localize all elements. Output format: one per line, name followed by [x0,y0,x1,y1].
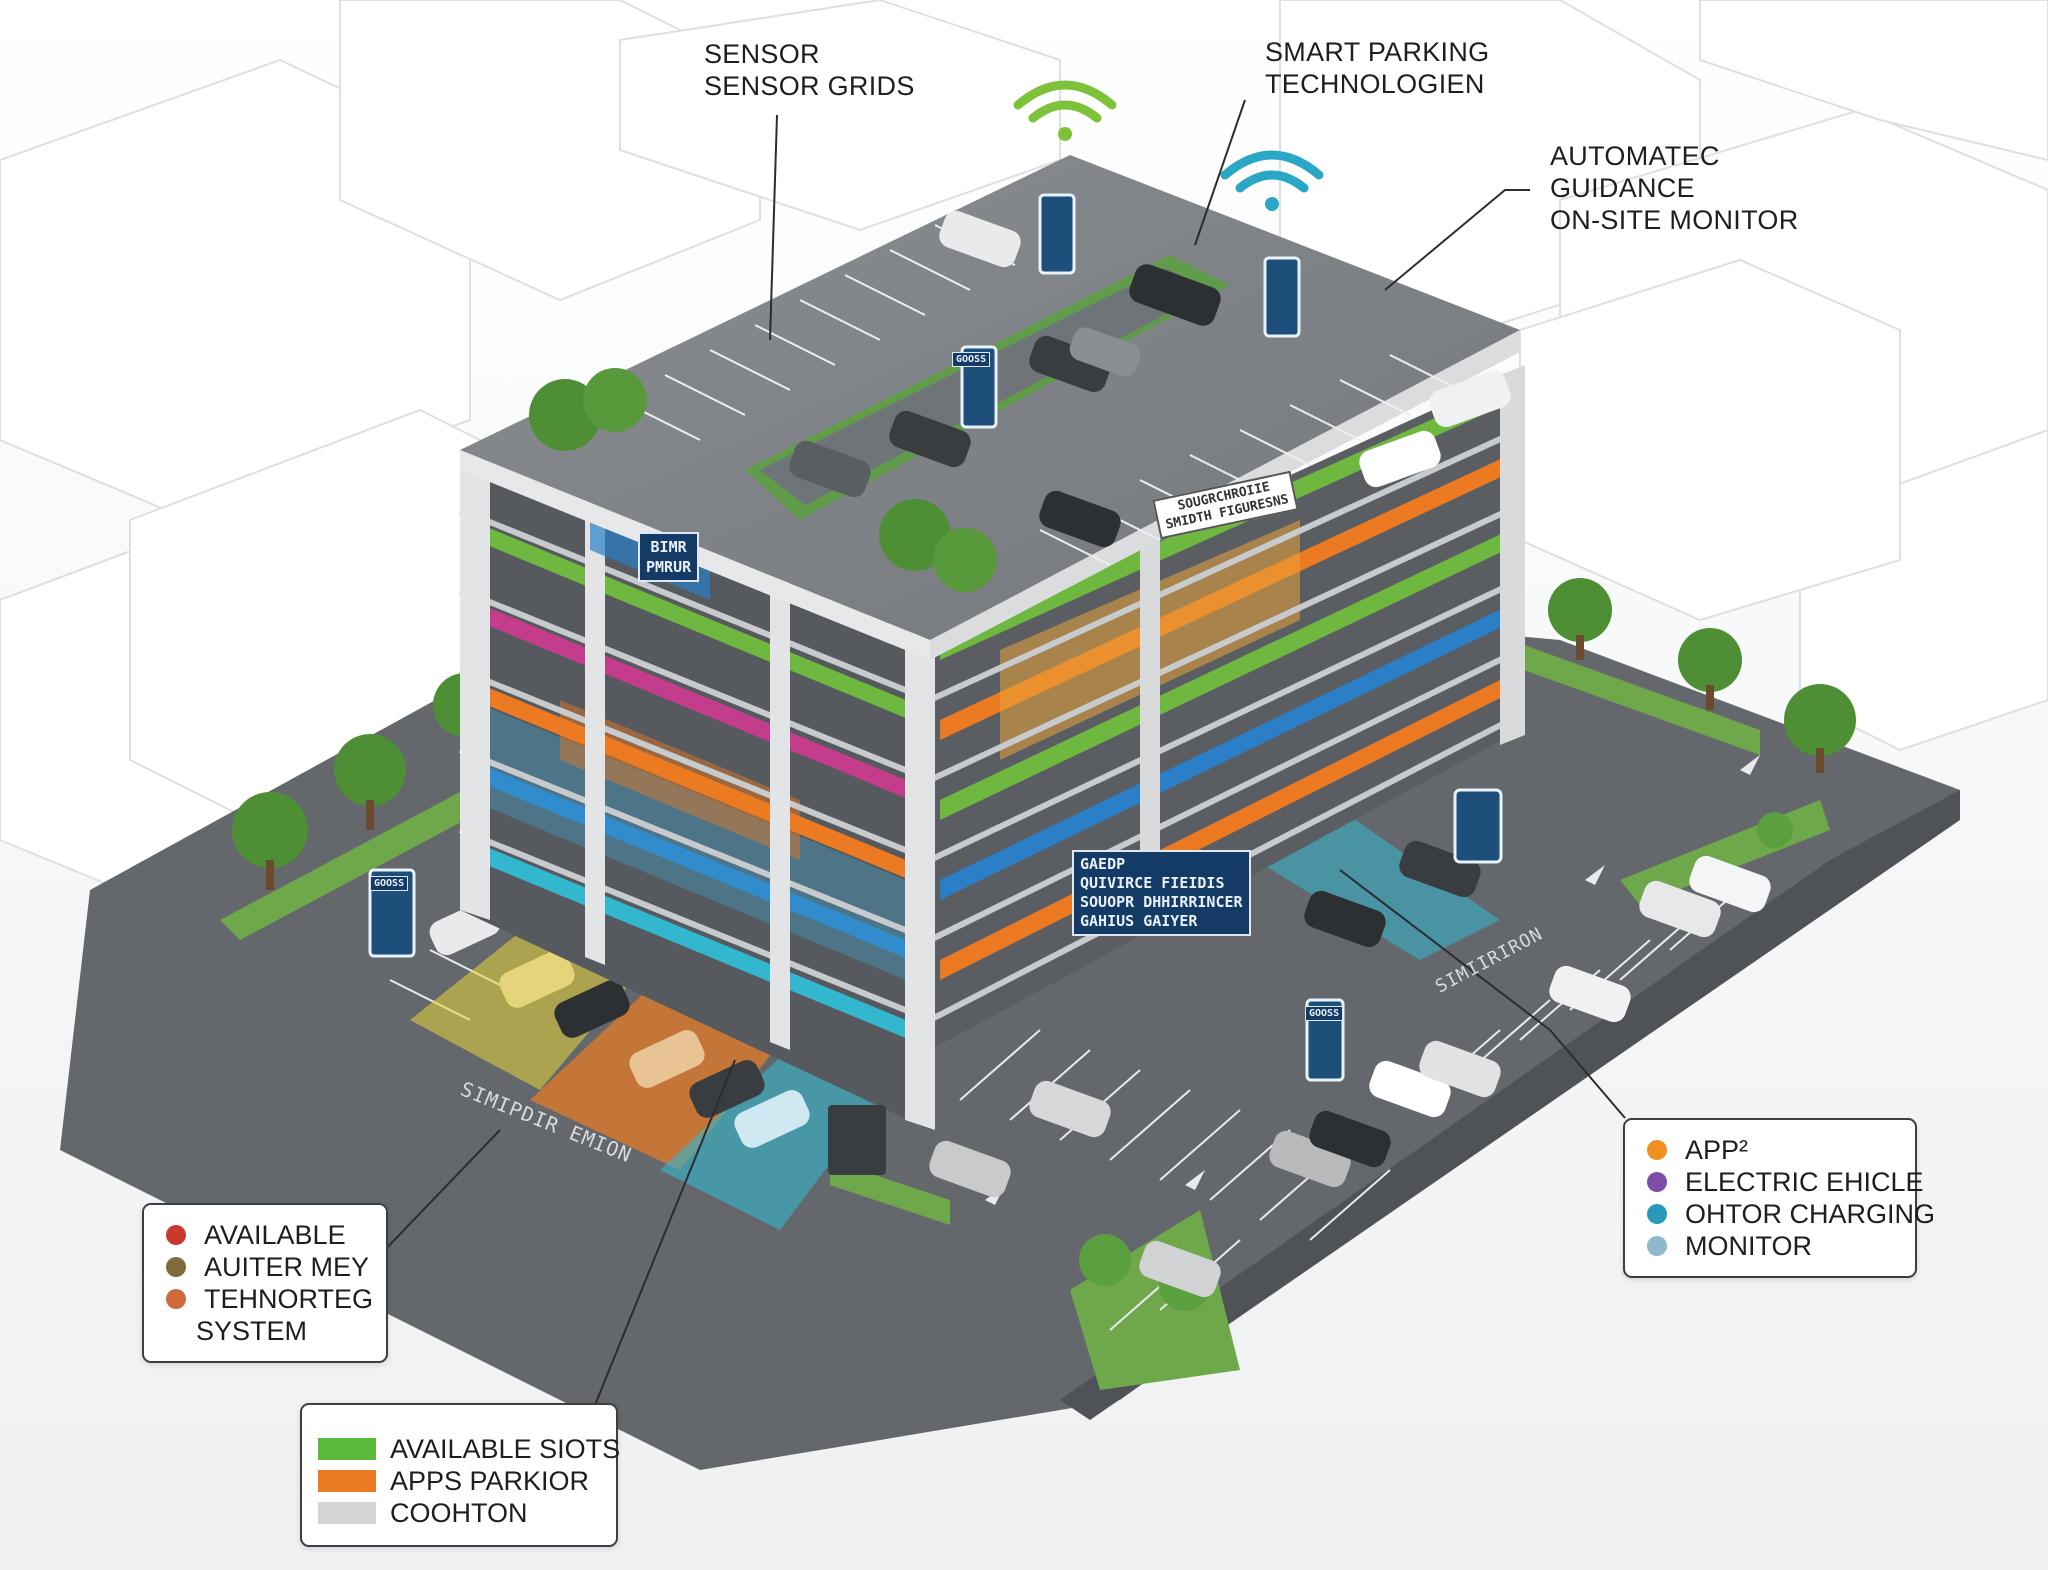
legend-left-label-2: AUITER MEY [204,1252,370,1282]
callout-leaders [379,99,1626,1406]
legend-bottom-item: APPS PARKIOR [318,1465,596,1497]
callout-automatec-line-3: ON-SITE MONITOR [1550,205,1799,235]
legend-dot [166,1225,186,1245]
center-sign-line-2: QUIVIRCE FIEIDIS [1080,874,1225,892]
center-sign-line-3: SOUOPR DHHIRRINCER [1080,893,1243,911]
legend-right-label-3: OHTOR CHARGING [1685,1199,1936,1229]
legend-bottom-label-2: APPS PARKIOR [390,1466,590,1496]
facade-sign-line-2: PMRUR [646,558,692,576]
legend-left-label-1: AVAILABLE [204,1220,346,1250]
kiosk-left-label: GOOSS [370,876,409,891]
legend-left-item: SYSTEM [166,1315,364,1347]
legend-left-item: TEHNORTEG [166,1283,373,1315]
legend-left-label-4: SYSTEM [196,1316,308,1346]
legend-right-label-1: APP² [1685,1135,1749,1165]
monitor-kiosks [368,193,1503,1175]
callout-sensor-line-2: SENSOR GRIDS [704,71,915,101]
legend-right-item: APP² [1647,1134,1893,1166]
kiosk-lot-label: GOOSS [1305,1006,1344,1021]
legend-bottom: AVAILABLE SIOTS APPS PARKIOR COOHTON [300,1403,620,1547]
legend-dot [1647,1204,1667,1224]
center-sign-line-4: GAHIUS GAIYER [1080,912,1198,930]
legend-swatch [318,1470,376,1492]
legend-right-item: ELECTRIC EHICLE [1647,1166,1924,1198]
legend-bottom-item: COOHTON [318,1497,596,1529]
legend-swatch [318,1502,376,1524]
legend-dot [166,1257,186,1277]
legend-bottom-item: AVAILABLE SIOTS [318,1433,620,1465]
callout-smart-line-1: SMART PARKING [1265,37,1490,67]
callout-automatec-guidance: AUTOMATEC GUIDANCE ON-SITE MONITOR [1550,140,1799,236]
legend-left-item: AVAILABLE [166,1219,364,1251]
background-buildings [0,0,2048,912]
legend-dot [1647,1140,1667,1160]
legend-right: APP² ELECTRIC EHICLE OHTOR CHARGING MONI… [1623,1118,1935,1278]
legend-left-label-3: TEHNORTEG [204,1284,374,1314]
wifi-icon-blue [1220,150,1324,211]
callout-automatec-line-1: AUTOMATEC [1550,141,1720,171]
ground-cars [429,840,1771,1298]
legend-dot [166,1289,186,1309]
callout-smart-parking: SMART PARKING TECHNOLOGIEN [1265,36,1489,100]
callout-sensor-line-1: SENSOR [704,39,820,69]
callout-sensor-grids: SENSOR SENSOR GRIDS [704,38,915,102]
legend-dot [1647,1172,1667,1192]
legend-bottom-label-1: AVAILABLE SIOTS [390,1434,621,1464]
center-info-sign: GAEDP QUIVIRCE FIEIDIS SOUOPR DHHIRRINCE… [1072,850,1251,936]
facade-sign: BIMR PMRUR [638,532,700,582]
center-sign-line-1: GAEDP [1080,855,1126,873]
kiosk-roof-label: GOOSS [952,352,991,367]
legend-dot [1647,1236,1667,1256]
legend-swatch [318,1438,376,1460]
legend-right-item: OHTOR CHARGING [1647,1198,1935,1230]
callout-automatec-line-2: GUIDANCE [1550,173,1695,203]
legend-right-label-2: ELECTRIC EHICLE [1685,1167,1924,1197]
callout-smart-line-2: TECHNOLOGIEN [1265,69,1485,99]
garage-front-face [458,450,935,1130]
wifi-icon-green [1013,80,1117,141]
legend-left-item: AUITER MEY [166,1251,369,1283]
facade-sign-line-1: BIMR [650,538,687,556]
legend-bottom-label-3: COOHTON [390,1498,528,1528]
legend-right-item: MONITOR [1647,1230,1893,1262]
legend-right-label-4: MONITOR [1685,1231,1812,1261]
legend-left: AVAILABLE AUITER MEY TEHNORTEG SYSTEM [142,1203,388,1363]
